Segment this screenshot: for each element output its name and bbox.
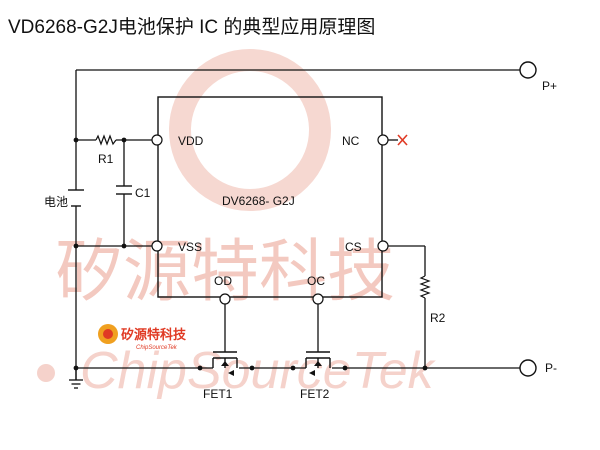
logo-cn-text: 矽源特科技 [121, 327, 187, 343]
wires [75, 69, 520, 380]
fet2-label: FET2 [300, 387, 330, 401]
pin-od-label: OD [214, 274, 232, 288]
ic-body [157, 96, 383, 298]
ground-icon [69, 379, 83, 389]
pin-vss-marker [151, 240, 163, 252]
pin-cs-marker [377, 240, 389, 252]
terminal-p-minus-label: P- [545, 361, 557, 375]
watermark-ring [169, 49, 331, 211]
ic-name: DV6268- G2J [222, 194, 295, 208]
logo-en-text: ChipSourceTek [136, 345, 178, 351]
c1-label: C1 [135, 186, 151, 200]
battery-label: 电池 [44, 195, 68, 209]
junction-dots [73, 137, 428, 371]
page-title: VD6268-G2J电池保护 IC 的典型应用原理图 [8, 17, 376, 38]
pin-oc-marker [312, 293, 324, 305]
watermark: 矽源特科技 ChipSourceTek [37, 49, 437, 400]
pin-nc-marker [377, 134, 389, 146]
terminal-p-plus-label: P+ [542, 79, 557, 93]
r2-label: R2 [430, 311, 446, 325]
pin-vdd-label: VDD [178, 134, 204, 148]
pin-od-marker [219, 293, 231, 305]
nc-cross-icon [397, 134, 408, 146]
terminal-p-minus [519, 359, 537, 377]
company-logo: 矽源特科技 ChipSourceTek [98, 324, 187, 351]
watermark-dot [37, 364, 55, 382]
fet1-label: FET1 [203, 387, 233, 401]
fet1-transistor-icon [212, 351, 238, 376]
c1-capacitor-icon [116, 185, 132, 195]
pin-vdd-marker [151, 134, 163, 146]
pin-cs-label: CS [345, 240, 362, 254]
pin-vss-label: VSS [178, 240, 202, 254]
r1-resistor-icon [95, 134, 117, 146]
fet2-transistor-icon [305, 351, 331, 376]
pin-nc-label: NC [342, 134, 360, 148]
watermark-en-text: ChipSourceTek [80, 342, 437, 400]
pin-markers [151, 134, 389, 305]
r2-resistor-icon [419, 275, 431, 299]
r1-label: R1 [98, 152, 114, 166]
pin-oc-label: OC [307, 274, 325, 288]
battery-icon [68, 189, 84, 207]
terminal-p-plus [519, 61, 537, 79]
